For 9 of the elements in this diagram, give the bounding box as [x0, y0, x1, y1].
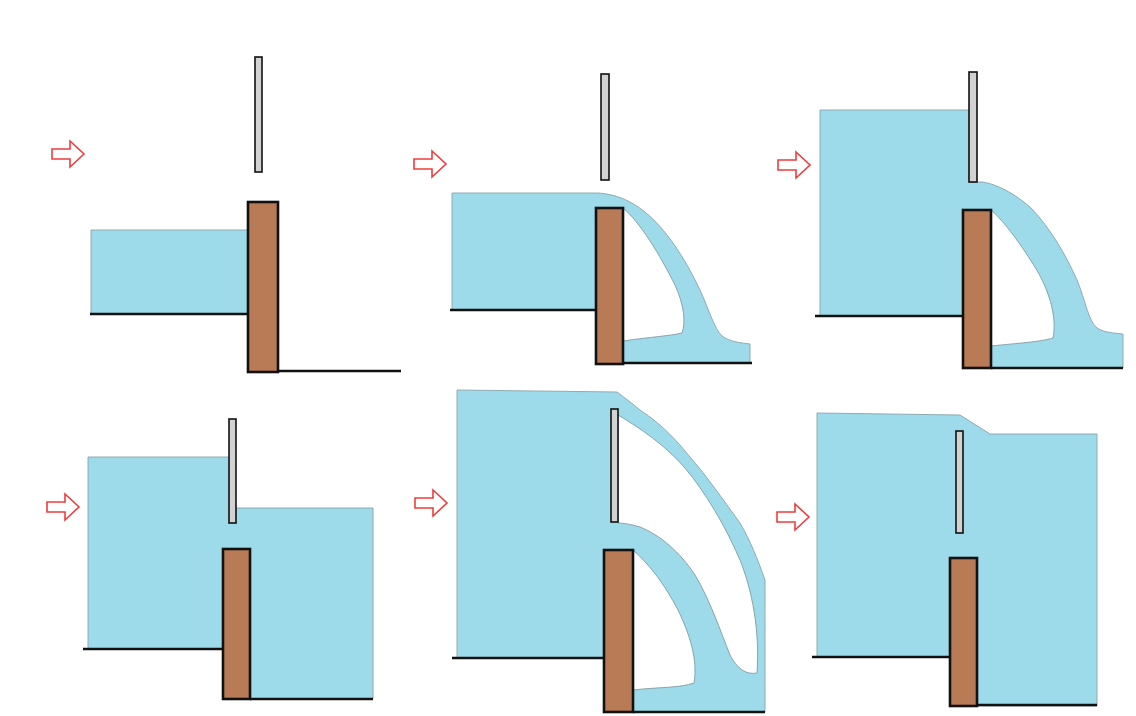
block-arrow [776, 502, 811, 532]
sluice-gate-weir-drawing [810, 411, 1098, 708]
sluice-gate-weir-drawing [80, 417, 374, 701]
block-arrow [414, 488, 449, 518]
sluice-gate-weir-drawing [447, 72, 753, 366]
block-arrow [46, 492, 81, 522]
block-arrow [777, 150, 812, 180]
block-arrow [413, 149, 448, 179]
block-arrow [51, 139, 86, 169]
